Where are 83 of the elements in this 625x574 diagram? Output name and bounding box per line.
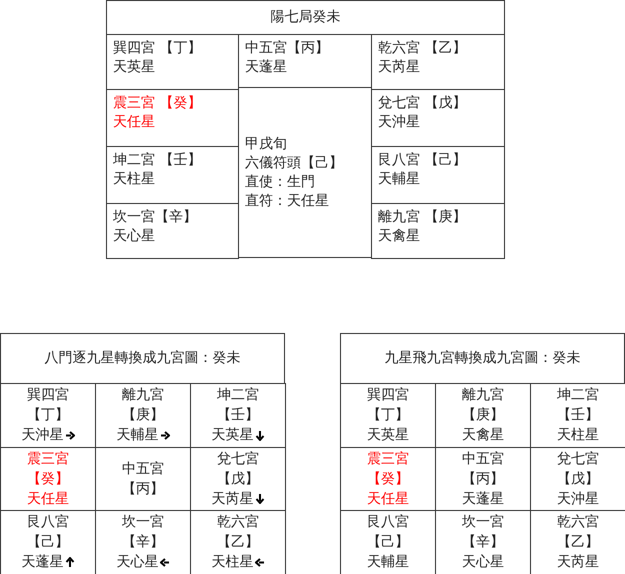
cell-text: 天輔星	[367, 553, 409, 572]
cell-text: 天任星	[27, 490, 69, 509]
cell-text: 坤二宮	[217, 386, 259, 406]
cell-text: 天沖星	[22, 426, 64, 446]
cell-text: 乾六宮 【乙】	[378, 39, 466, 58]
cell-text: 【己】	[367, 533, 409, 552]
cell-text: 直符：天任星	[245, 192, 329, 210]
cell-text: 六儀符頭【己】	[245, 154, 343, 172]
cell-text: 天芮星	[378, 58, 420, 77]
cell-text: 離九宮 【庚】	[378, 208, 466, 227]
cell-text: 【壬】	[217, 406, 259, 426]
cell-text: 天沖星	[378, 113, 420, 132]
cell-text: 天柱星	[113, 170, 155, 189]
cell-text: 中五宮	[122, 460, 164, 479]
table-title: 八門逐九星轉換成九宮圖：癸未	[44, 349, 240, 368]
cell-text: 天沖星	[557, 490, 599, 509]
cell-text: 中五宮	[462, 450, 504, 469]
cell-text: 【丁】	[367, 406, 409, 426]
cell-text: 【癸】	[27, 470, 69, 489]
table-title-cell	[340, 333, 625, 384]
cell-text: 震三宮	[27, 450, 69, 469]
cell-text: 坎一宮	[462, 513, 504, 532]
cell-text: 天蓬星	[245, 58, 287, 77]
cell-text: 天英星	[113, 58, 155, 77]
cell-text: 【己】	[27, 533, 69, 552]
cell-text: 天禽星	[378, 227, 420, 246]
cell-text: 【乙】	[217, 533, 259, 552]
cell-text: 天蓬星	[22, 553, 64, 572]
cell-text: 天輔星	[378, 170, 420, 189]
cell-text: 艮八宮	[27, 513, 69, 532]
cell-text: 兌七宮 【戊】	[378, 94, 466, 113]
cell-text: 艮八宮 【己】	[378, 151, 466, 170]
cell-text: 【丙】	[462, 470, 504, 489]
cell-text: 【庚】	[462, 406, 504, 426]
cell-text: 【壬】	[557, 406, 599, 426]
cell-text: 【辛】	[122, 533, 164, 552]
cell-text: 坎一宮	[122, 513, 164, 532]
cell-text: 中五宮【丙】	[245, 39, 329, 58]
cell-text: 震三宮	[367, 450, 409, 469]
cell-text: 震三宮 【癸】	[113, 94, 202, 113]
cell-text: 直使：生門	[245, 172, 315, 192]
cell-text: 兌七宮	[217, 450, 259, 469]
cell-text: 乾六宮	[557, 513, 599, 532]
cell-text: 天英星	[212, 426, 254, 446]
cell-text: 坎一宮【辛】	[113, 208, 197, 227]
cell-text: 天輔星	[116, 426, 158, 446]
cell-text: 巽四宮	[367, 386, 409, 406]
cell-text: 離九宮	[122, 386, 164, 406]
cell-text: 兌七宮	[557, 450, 599, 469]
cell-text: 天任星	[367, 490, 409, 509]
cell-text: 【庚】	[122, 406, 164, 426]
cell-text: 天心星	[113, 227, 155, 246]
palace-cell	[371, 203, 505, 259]
cell-text: 【丙】	[122, 480, 164, 499]
cell-text: 甲戌旬	[245, 134, 287, 154]
table-title-cell	[0, 333, 285, 384]
cell-text: 乾六宮	[217, 513, 259, 532]
cell-text: 天芮星	[212, 490, 254, 509]
palace-cell	[106, 203, 239, 259]
table-title-cell	[106, 0, 505, 35]
cell-text: 艮八宮	[367, 513, 409, 532]
cell-text: 天禽星	[462, 426, 504, 446]
cell-text: 巽四宮	[27, 386, 69, 406]
cell-text: 離九宮	[462, 386, 504, 406]
cell-text: 【戊】	[557, 470, 599, 489]
table-title: 陽七局癸未	[270, 8, 340, 27]
cell-text: 天心星	[116, 553, 158, 572]
cell-text: 天英星	[367, 426, 409, 446]
cell-text: 天柱星	[212, 553, 254, 572]
cell-text: 【乙】	[557, 533, 599, 552]
cell-text: 天蓬星	[462, 490, 504, 509]
cell-text: 巽四宮 【丁】	[113, 39, 202, 58]
table-title: 九星飛九宮轉換成九宮圖：癸未	[384, 349, 580, 368]
cell-text: 【戊】	[217, 470, 259, 489]
cell-text: 【辛】	[462, 533, 504, 552]
cell-text: 坤二宮	[557, 386, 599, 406]
cell-text: 【癸】	[367, 470, 409, 489]
cell-text: 天心星	[462, 553, 504, 572]
cell-text: 天芮星	[557, 553, 599, 572]
cell-text: 天任星	[113, 113, 155, 132]
cell-text: 天柱星	[557, 426, 599, 446]
cell-text: 坤二宮 【壬】	[113, 151, 202, 170]
cell-text: 【丁】	[27, 406, 69, 426]
